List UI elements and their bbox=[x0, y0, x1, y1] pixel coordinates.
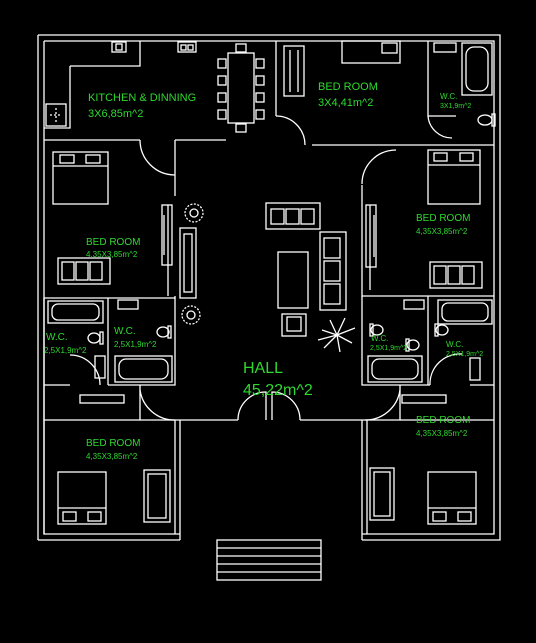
bedroom-left-bottom-area: 4,35X3,85m^2 bbox=[86, 452, 138, 461]
cooktop-icon bbox=[45, 103, 67, 127]
exterior-walls bbox=[37, 34, 501, 541]
sink-icon bbox=[469, 357, 481, 381]
hall-name: HALL bbox=[243, 360, 284, 377]
bed-icon bbox=[341, 40, 401, 64]
toilet-icon bbox=[405, 338, 420, 352]
wc-left-outer-name: W.C. bbox=[46, 332, 68, 343]
armchair-icon bbox=[281, 313, 307, 337]
bed-icon bbox=[52, 151, 109, 205]
bedroom-right-bottom-name: BED ROOM bbox=[416, 415, 471, 426]
sofa-icon bbox=[57, 257, 111, 285]
coffee-table-icon bbox=[277, 251, 309, 309]
bedroom-right-mid-area: 4,35X3,85m^2 bbox=[416, 227, 468, 236]
hall-area: 45,22m^2 bbox=[243, 382, 313, 399]
stairs-icon bbox=[216, 539, 322, 581]
wc-right-inner-area: 2,5X1,9m^2 bbox=[370, 345, 408, 352]
sink-icon bbox=[403, 299, 425, 310]
wc-top-area: 3X1,9m^2 bbox=[440, 103, 472, 110]
sofa-icon bbox=[319, 231, 347, 311]
bathtub-icon bbox=[461, 42, 493, 96]
toilet-icon bbox=[87, 331, 104, 345]
wc-left-outer-area: 2,5X1,9m^2 bbox=[44, 346, 87, 355]
wardrobe-icon bbox=[365, 204, 377, 268]
bedroom-right-bottom-walls bbox=[361, 419, 494, 540]
wc-top-name: W.C. bbox=[440, 92, 458, 101]
kitchen-walls bbox=[44, 41, 226, 141]
bathtub-icon bbox=[367, 355, 423, 383]
sofa-icon bbox=[429, 261, 483, 289]
sofa-icon bbox=[265, 202, 321, 230]
bedroom-top-area: 3X4,41m^2 bbox=[318, 97, 374, 109]
wc-right-inner-name: W.C. bbox=[371, 334, 389, 343]
bathtub-icon bbox=[47, 300, 104, 324]
bedroom-left-mid-area: 4,35X3,85m^2 bbox=[86, 250, 138, 259]
bed-icon bbox=[57, 471, 107, 525]
bed-icon bbox=[427, 471, 477, 525]
sink-icon bbox=[94, 355, 106, 379]
sink-icon bbox=[117, 299, 139, 310]
wc-right-walls bbox=[361, 296, 494, 386]
stove-icon bbox=[111, 41, 127, 53]
wardrobe-icon bbox=[161, 204, 173, 266]
plant-icon bbox=[184, 203, 204, 223]
sink-icon bbox=[433, 42, 457, 53]
kitchen-dining-area: 3X6,85m^2 bbox=[88, 108, 144, 120]
dining-table-icon bbox=[217, 43, 265, 133]
bedroom-left-bottom-walls bbox=[44, 419, 181, 540]
wall-panel-icon bbox=[179, 227, 197, 299]
wc-left-walls bbox=[43, 298, 176, 534]
plant-icon bbox=[181, 305, 201, 325]
bathtub-icon bbox=[114, 355, 173, 383]
wardrobe-icon bbox=[283, 45, 305, 97]
bathtub-icon bbox=[437, 299, 493, 325]
toilet-icon bbox=[434, 323, 449, 337]
vanity-icon bbox=[79, 394, 125, 404]
toilet-icon bbox=[369, 323, 384, 337]
toilet-icon bbox=[156, 325, 172, 339]
wc-left-inner-area: 2,5X1,9m^2 bbox=[114, 340, 157, 349]
bed-icon bbox=[427, 149, 481, 205]
toilet-icon bbox=[477, 113, 496, 127]
bedroom-right-bottom-area: 4,35X3,85m^2 bbox=[416, 429, 468, 438]
wc-top-walls bbox=[427, 41, 456, 139]
bedroom-left-mid-walls bbox=[44, 139, 176, 299]
sink-icon bbox=[177, 41, 197, 53]
vanity-icon bbox=[401, 394, 447, 404]
wardrobe-icon bbox=[369, 467, 395, 521]
bedroom-left-mid-name: BED ROOM bbox=[86, 237, 141, 248]
plant-icon bbox=[317, 317, 356, 353]
bedroom-right-mid-name: BED ROOM bbox=[416, 213, 471, 224]
wc-right-outer-area: 2,5X1,9m^2 bbox=[446, 351, 484, 358]
bedroom-left-bottom-name: BED ROOM bbox=[86, 438, 141, 449]
kitchen-dining-name: KITCHEN & DINNING bbox=[88, 92, 197, 104]
bedroom-top-walls bbox=[275, 41, 494, 146]
wardrobe-icon bbox=[143, 469, 171, 523]
wc-right-outer-name: W.C. bbox=[446, 340, 464, 349]
bedroom-top-name: BED ROOM bbox=[318, 81, 378, 93]
wc-left-inner-name: W.C. bbox=[114, 326, 136, 337]
